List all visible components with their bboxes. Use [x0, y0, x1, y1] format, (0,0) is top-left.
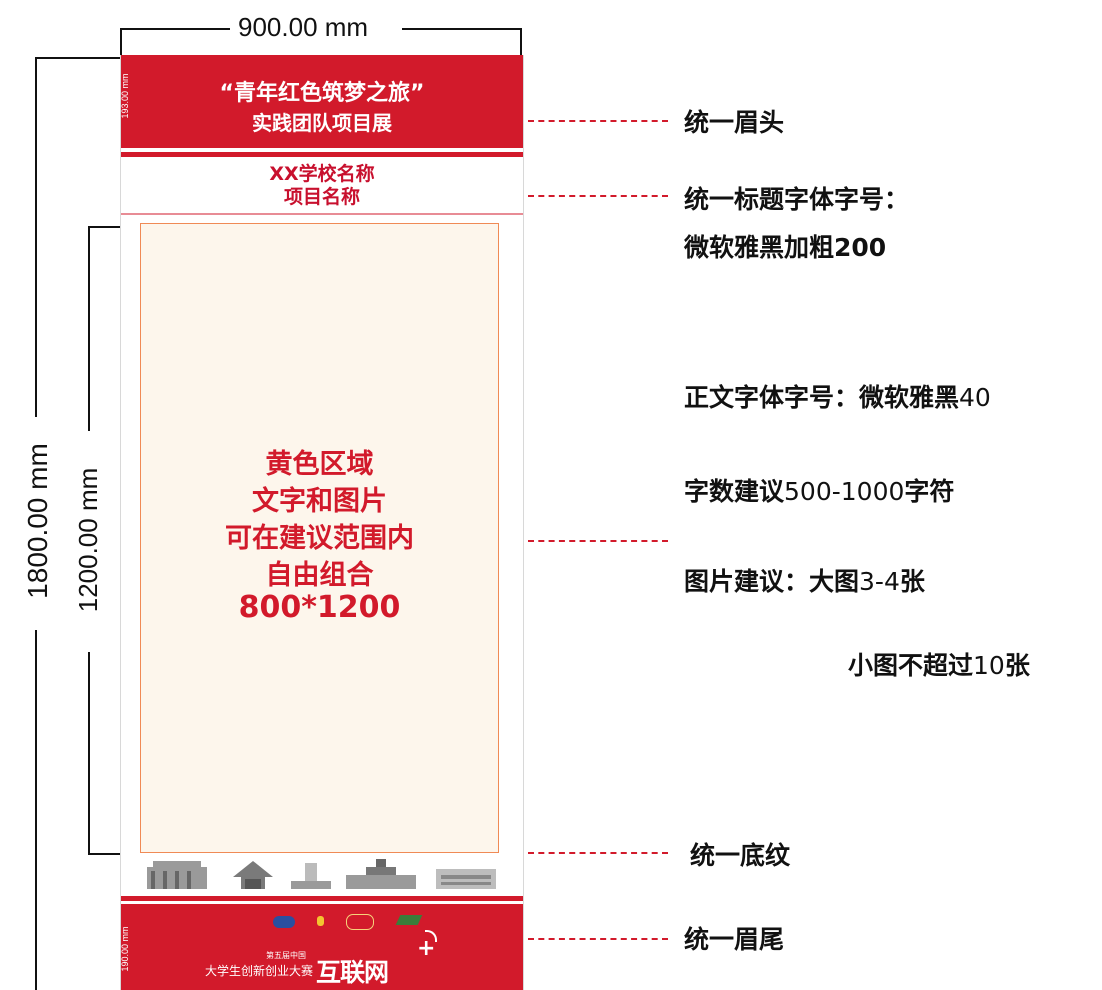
content-line-3: 可在建议范围内	[225, 523, 414, 554]
sponsor-logo-1-icon	[273, 916, 295, 928]
school-name: XX学校名称	[269, 163, 375, 185]
footer-small-label: 第五届中国	[266, 951, 306, 960]
header-annotation-dash	[528, 120, 668, 122]
body-font-annotation: 正文字体字号：微软雅黑40	[684, 378, 991, 414]
small-image-suffix: 张	[1004, 651, 1030, 680]
content-line-2: 文字和图片	[252, 486, 387, 517]
footer-band: 190.00 mm 第五届中国 大学生创新创业大赛 互联网 +	[120, 904, 523, 990]
content-annotation-dash	[528, 540, 668, 542]
image-annotation-prefix: 图片建议：大图	[684, 567, 860, 596]
body-font-size: 40	[959, 383, 991, 412]
char-count-prefix: 字数建议	[684, 477, 785, 506]
title-annotation-dash	[528, 195, 668, 197]
title-font-annotation-line2: 微软雅黑加粗200	[684, 233, 887, 262]
footer-logo-text: 互联网	[316, 958, 389, 987]
sponsor-logo-3-icon	[346, 914, 374, 930]
footer-logo-box: 互联网	[316, 953, 408, 987]
footer-logo-plus: +	[417, 936, 436, 961]
footer-stripe	[121, 896, 523, 901]
header-stripe	[121, 152, 523, 157]
footer-annotation: 统一眉尾	[684, 925, 785, 954]
footer-height-label: 190.00 mm	[120, 926, 130, 972]
header-title-line1: “青年红色筑梦之旅”	[219, 81, 425, 106]
image-annotation: 图片建议：大图3-4张	[684, 562, 925, 598]
small-image-prefix: 小图不超过	[848, 651, 974, 680]
width-dimension-label: 900.00 mm	[238, 12, 369, 42]
bottom-pattern-annotation: 统一底纹	[690, 841, 791, 870]
content-line-1: 黄色区域	[265, 449, 374, 480]
sponsor-logo-2-icon	[317, 916, 324, 926]
bottom-pattern	[141, 855, 501, 893]
content-line-4: 自由组合	[265, 560, 374, 591]
header-annotation: 统一眉头	[684, 108, 785, 137]
poster-template: 193.00 mm “青年红色筑梦之旅” 实践团队项目展 XX学校名称 项目名称…	[120, 55, 524, 990]
small-image-annotation: 小图不超过10张	[848, 646, 1030, 682]
sponsor-logo-4-icon	[395, 915, 423, 925]
wifi-icon	[425, 930, 437, 942]
content-height-label: 1200.00 mm	[73, 467, 103, 613]
content-area: 黄色区域 文字和图片 可在建议范围内 自由组合 800*1200	[140, 223, 499, 853]
char-count-range: 500-1000	[784, 477, 905, 506]
header-band: 193.00 mm “青年红色筑梦之旅” 实践团队项目展	[120, 55, 523, 148]
header-title-line2: 实践团队项目展	[252, 111, 392, 135]
project-name: 项目名称	[283, 186, 360, 208]
char-count-annotation: 字数建议500-1000字符	[684, 472, 954, 508]
char-count-suffix: 字符	[904, 477, 955, 506]
total-height-label: 1800.00 mm	[22, 443, 53, 599]
content-line-5: 800*1200	[238, 590, 401, 625]
building-silhouettes-icon	[147, 859, 496, 889]
footer-annotation-dash	[528, 938, 668, 940]
pattern-annotation-dash	[528, 852, 668, 854]
title-underline	[121, 213, 523, 215]
small-image-count: 10	[973, 651, 1005, 680]
image-annotation-suffix: 张	[899, 567, 925, 596]
footer-competition-name: 大学生创新创业大赛	[205, 964, 314, 978]
image-large-count: 3-4	[859, 567, 900, 596]
title-font-annotation-line1: 统一标题字体字号：	[684, 185, 910, 214]
body-font-label: 正文字体字号：微软雅黑	[684, 383, 960, 412]
